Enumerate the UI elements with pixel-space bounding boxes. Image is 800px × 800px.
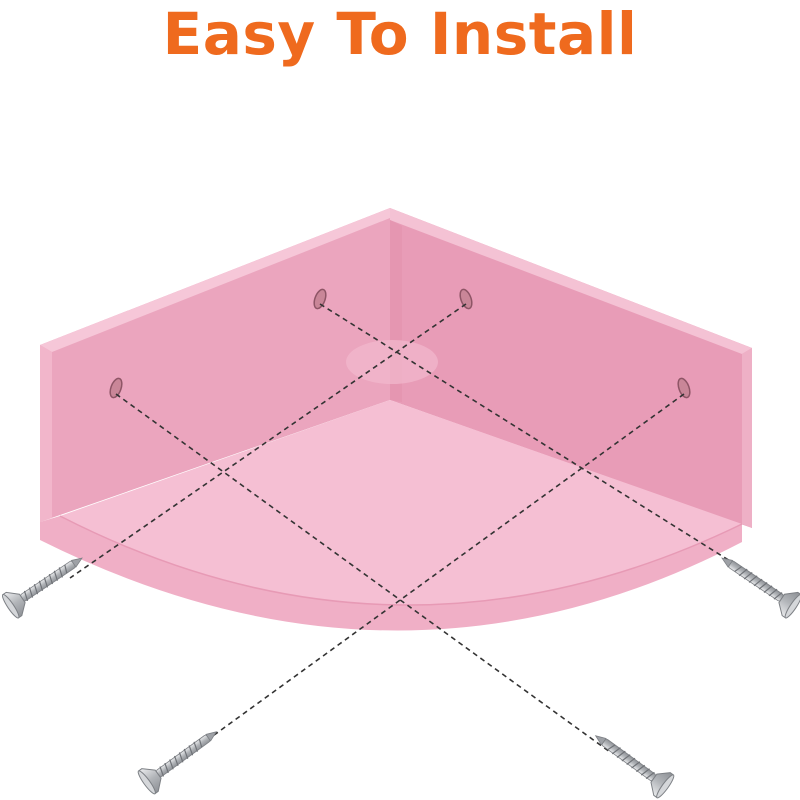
shelf-back-walls (40, 208, 752, 528)
guide-line (115, 393, 611, 753)
mounting-hole (109, 377, 123, 399)
screw-icon (0, 545, 91, 621)
left-wall (40, 208, 390, 522)
shelf-base (40, 340, 743, 631)
mounting-hole (677, 377, 691, 399)
screw-guide-lines (69, 303, 739, 753)
mounting-hole (459, 288, 473, 310)
screw-icon (586, 723, 677, 800)
guide-line (209, 393, 685, 739)
guide-line (319, 303, 739, 567)
screw-icon (135, 719, 226, 797)
mounting-holes (109, 288, 691, 399)
mounting-hole (313, 288, 327, 310)
page-title: Easy To Install (162, 0, 638, 68)
screw-icon (713, 545, 800, 621)
right-wall (390, 208, 752, 528)
